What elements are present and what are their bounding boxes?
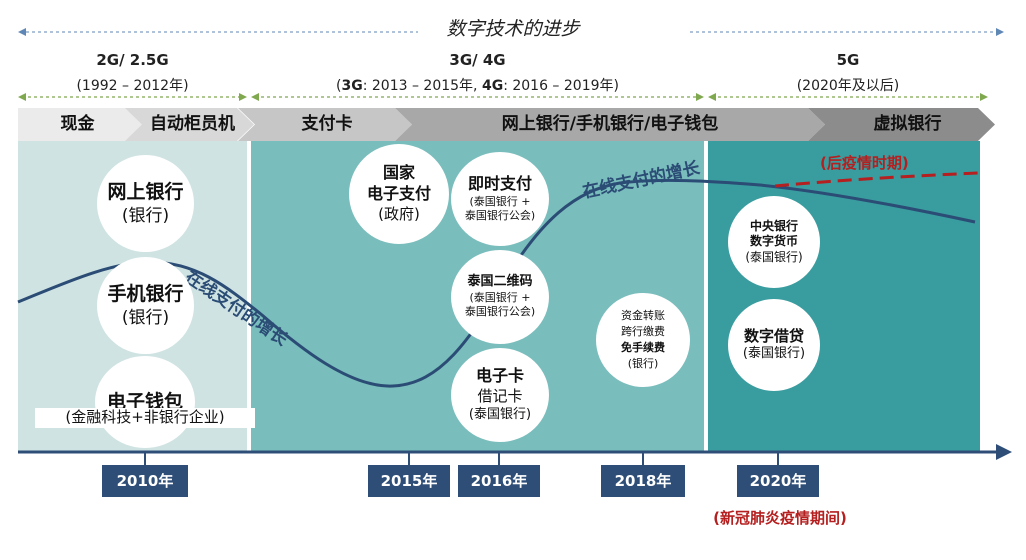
- circle-digital-lending: 数字借贷 (泰国银行): [728, 299, 820, 391]
- year-2010: 2010年: [102, 465, 188, 497]
- post-covid-dashed-line: [774, 171, 979, 188]
- circle-sub: (政府): [378, 205, 420, 224]
- era-1-range: (1992 – 2012年): [76, 78, 189, 94]
- circle-title: 手机银行: [107, 283, 184, 306]
- era-arrow-3-right: [980, 93, 988, 101]
- circle-sub: (泰国银行 +: [469, 291, 531, 305]
- band-segment-payment-card: [238, 108, 412, 141]
- era-arrow-2-left: [251, 93, 259, 101]
- band-segment-cash: [18, 108, 152, 141]
- band-segment-virtual: [808, 108, 995, 141]
- circle-title: 电子卡: [475, 366, 524, 386]
- title-arrow-left-head: [18, 28, 26, 36]
- covid-period-label: (新冠肺炎疫情期间): [713, 509, 847, 527]
- era-3-range: (2020年及以后): [796, 78, 900, 94]
- circle-line-2: 跨行缴费: [621, 325, 665, 339]
- era-arrow-1-left: [18, 93, 26, 101]
- circle-line-1: 资金转账: [621, 309, 665, 323]
- year-2020: 2020年: [737, 465, 819, 497]
- circle-sub-2: 泰国银行公会): [464, 305, 536, 319]
- circle-internet-banking: 网上银行 (银行): [97, 155, 194, 252]
- timeline-arrowhead: [996, 444, 1012, 460]
- band-label-atm: 自动柜员机: [150, 114, 235, 134]
- era-2-name: 3G/ 4G: [449, 51, 506, 69]
- era-1-name: 2G/ 2.5G: [96, 51, 169, 69]
- circle-sub: (泰国银行): [742, 346, 806, 362]
- circle-title: 国家: [382, 163, 415, 183]
- online-payment-growth-curve: [17, 178, 976, 388]
- circle-thai-qr: 泰国二维码 (泰国银行 + 泰国银行公会): [451, 250, 549, 344]
- circle-line-3: 免手续费: [621, 341, 665, 354]
- band-label-payment-card: 支付卡: [301, 114, 353, 134]
- circle-sub: (泰国银行): [745, 249, 803, 264]
- year-2018: 2018年: [601, 465, 685, 497]
- circle-sub: (银行): [121, 205, 170, 226]
- title-arrow-right-head: [996, 28, 1004, 36]
- post-covid-label: (后疫情时期): [820, 154, 909, 172]
- era-2-range: (3G: 2013 – 2015年, 4G: 2016 – 2019年): [336, 78, 619, 94]
- circle-e-card-debit: 电子卡 借记卡 (泰国银行): [451, 348, 549, 442]
- circle-mobile-banking: 手机银行 (银行): [97, 257, 194, 354]
- band-segment-atm: [125, 108, 254, 141]
- circle-free-transfer: 资金转账 跨行缴费 免手续费 (银行): [596, 293, 690, 387]
- circle-instant-payment: 即时支付 (泰国银行 + 泰国银行公会): [451, 152, 549, 246]
- band-label-virtual: 虚拟银行: [873, 114, 942, 134]
- circle-title-2: 借记卡: [477, 387, 523, 406]
- circle-title: 电子钱包: [106, 390, 183, 413]
- timeline-axis: [18, 444, 1012, 465]
- era-arrows: [18, 28, 1004, 101]
- circle-title: 数字借贷: [743, 326, 804, 345]
- year-2016: 2016年: [458, 465, 540, 497]
- circle-title-2: 数字货币: [749, 234, 798, 249]
- era-3-name: 5G: [836, 51, 860, 69]
- diagram-title: 数字技术的进步: [446, 18, 580, 40]
- circle-sub-2: 泰国银行公会): [464, 209, 536, 223]
- circle-sub: (银行): [627, 356, 659, 370]
- band-segment-online: [395, 108, 825, 141]
- technology-band: [18, 108, 995, 141]
- circle-title: 即时支付: [467, 174, 532, 194]
- circle-e-wallet: 电子钱包 (金融科技+非银行企业): [35, 356, 255, 448]
- zone-5g: [708, 141, 980, 451]
- band-label-cash: 现金: [60, 114, 95, 134]
- circle-title: 网上银行: [107, 181, 184, 204]
- era-arrow-3-left: [708, 93, 716, 101]
- circle-title-2: 电子支付: [366, 184, 431, 204]
- year-2015: 2015年: [368, 465, 450, 497]
- circle-sub: (泰国银行 +: [469, 195, 531, 209]
- era-arrow-2-right: [696, 93, 704, 101]
- circle-national-e-payment: 国家 电子支付 (政府): [349, 144, 449, 244]
- circle-cbdc: 中央银行 数字货币 (泰国银行): [728, 196, 820, 288]
- circle-sub: (银行): [121, 307, 170, 328]
- era-arrow-1-right: [239, 93, 247, 101]
- circle-title: 泰国二维码: [467, 274, 533, 290]
- band-label-online: 网上银行/手机银行/电子钱包: [501, 114, 719, 134]
- circle-sub: (泰国银行): [468, 406, 532, 422]
- circle-sub: (金融科技+非银行企业): [35, 408, 255, 428]
- circle-title: 中央银行: [749, 218, 798, 233]
